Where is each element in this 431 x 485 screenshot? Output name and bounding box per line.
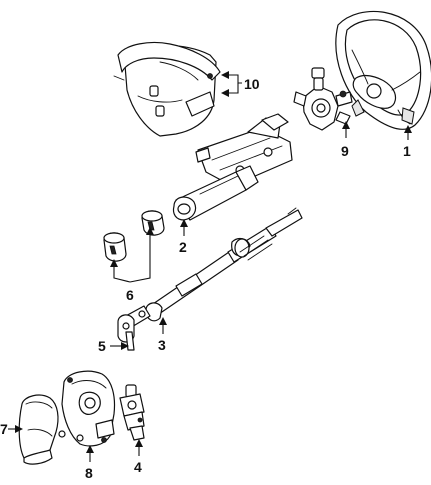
lower-tube [172, 165, 259, 221]
leaders [8, 71, 412, 462]
combination-switch [293, 67, 353, 131]
boot-plate [61, 370, 116, 447]
lower-u-joint [119, 384, 145, 441]
column-cover [113, 41, 221, 137]
callout-10: 10 [244, 76, 260, 92]
callout-9: 9 [341, 143, 349, 159]
callout-4: 4 [134, 459, 142, 475]
steering-wheel [335, 10, 431, 130]
callout-7: 7 [0, 421, 8, 437]
callout-3: 3 [158, 337, 166, 353]
callout-5: 5 [98, 338, 106, 354]
callout-6: 6 [126, 287, 134, 303]
column-boot [18, 394, 66, 465]
callout-2: 2 [179, 239, 187, 255]
intermediate-shaft [145, 207, 303, 322]
callout-labels: 1 9 10 2 6 3 5 4 7 8 [0, 76, 411, 481]
callout-8: 8 [85, 465, 93, 481]
bushings [103, 210, 165, 262]
callout-1: 1 [403, 143, 411, 159]
u-joint [117, 305, 151, 351]
